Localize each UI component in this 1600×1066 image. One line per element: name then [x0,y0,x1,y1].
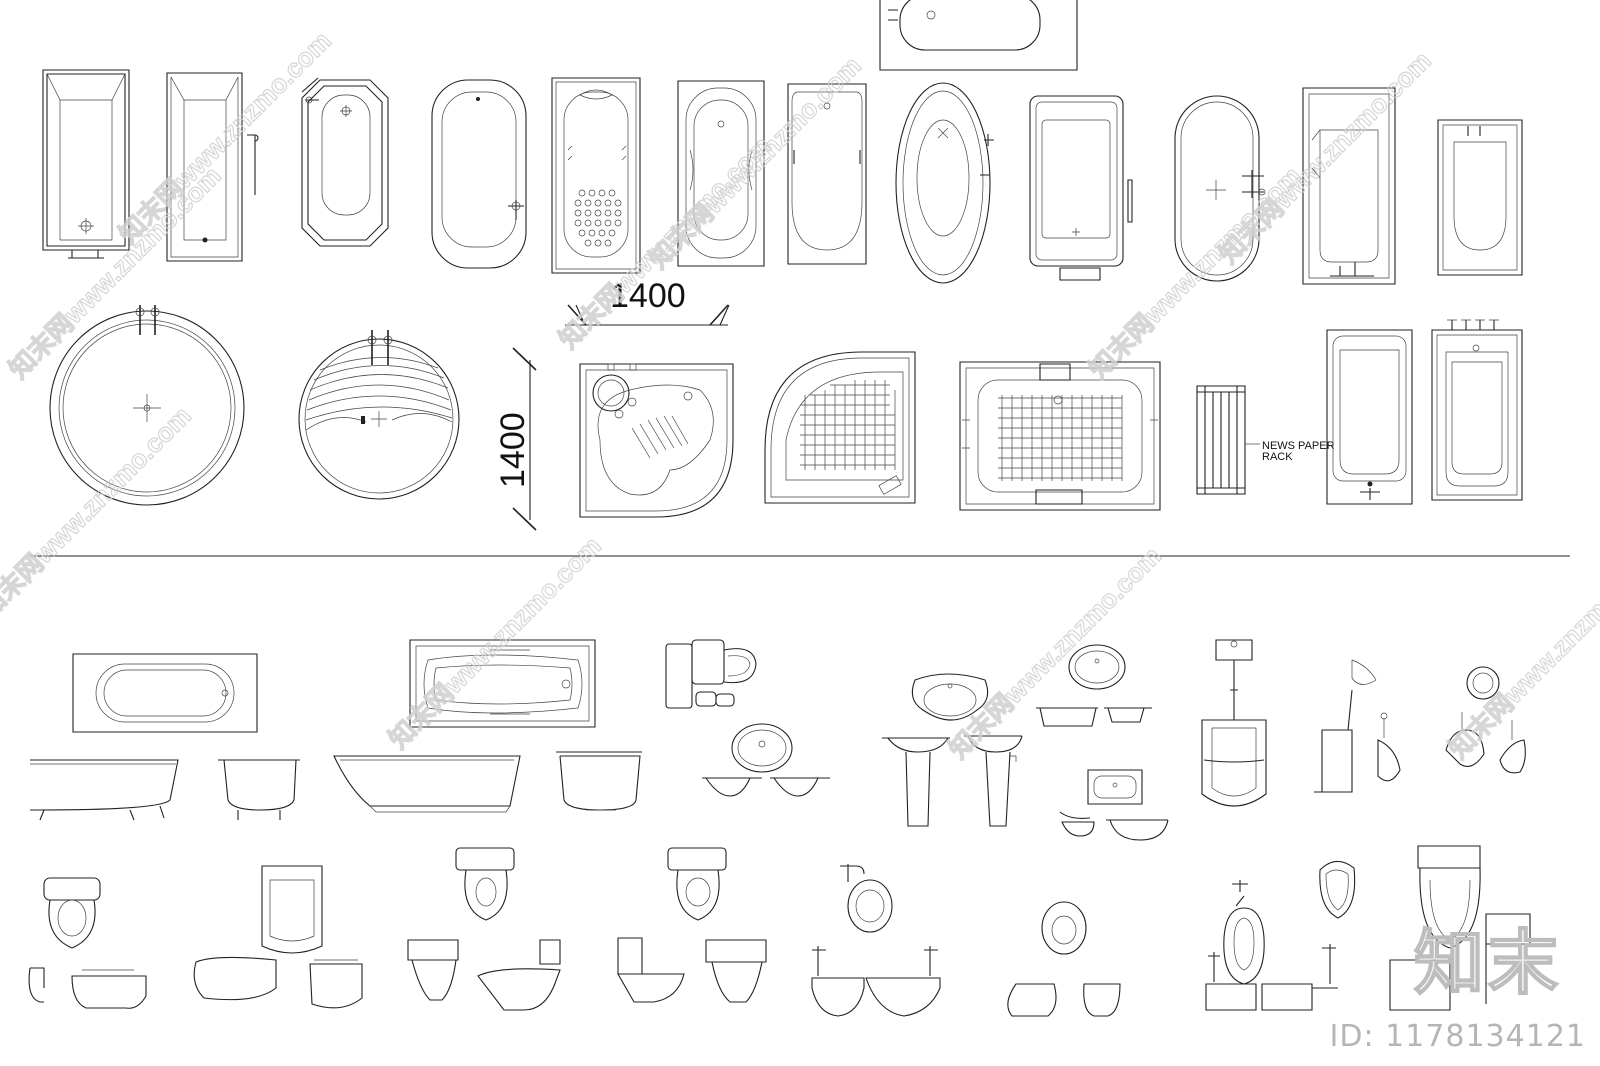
bathtub-plan-round-large [50,305,244,505]
bathtub-plan-rectangular-1 [43,70,129,258]
bathtub-plan-compact [1438,120,1522,275]
bathtub-plan-round-ribbed [299,330,459,499]
toilet-smart-seat [194,866,362,1008]
watermark-site-6: 知末网www.znzmo.com [1213,45,1437,269]
bathtub-plan-oval [896,83,994,283]
newspaper-rack: NEWS PAPER RACK [1197,386,1335,494]
watermark-site-9: 知末网www.znzmo.com [943,540,1167,764]
toilet-close-coupled-pair-1 [408,848,560,1010]
bathtub-plan-row-middle: 1400 1400 [50,277,1522,530]
urinal-group-front [1446,667,1525,773]
watermark-site-1: 知末网www.znzmo.com [3,160,227,384]
dimension-height-label: 1400 [494,412,532,488]
rect-tub-tile-grid [998,395,1122,481]
bathtub-plan-small-oval [73,654,257,732]
watermark-brand-logo: 知末 [1413,921,1562,1005]
quadrant-tub-tile-grid [800,380,895,470]
bathtub-plan-top-partial [880,0,1077,70]
watermark-site-2: 知末网www.znzmo.com [113,25,337,249]
bathtub-plan-contoured [788,84,866,264]
fixtures-row-bottom [29,846,1530,1016]
toilet-plan-with-tank [666,640,756,708]
bathtub-plan-row-top [43,0,1522,284]
bathtub-plan-panel [1303,88,1395,284]
toilet-front-1 [29,878,146,1008]
bathtub-elevation-deep [556,752,642,810]
squat-toilet-group [1206,861,1355,1010]
toilet-close-coupled-pair-2 [618,848,766,1002]
pedestal-basin-plan [882,674,988,826]
fixtures-row-third [30,640,1525,840]
bathtub-plan-rectangular-2 [167,73,258,261]
bathtub-plan-quadrant [765,352,915,503]
watermark-layer: 知末网www.znzmo.com 知末网www.znzmo.com 知末网www… [0,25,1600,765]
bathtub-plan-whirlpool [552,78,640,273]
basin-plan-rectangular-top [1060,770,1168,840]
rack-label-line2: RACK [1262,451,1293,463]
squat-toilet-elevation [1390,846,1530,1010]
bathtub-plan-octagonal [302,78,388,246]
bathtub-elevation-small [218,760,300,820]
bathtub-plan-corner-dimensioned: 1400 1400 [494,277,733,530]
bathtub-plan-upright-1 [1327,330,1412,504]
bathtub-plan-upright-2 [1432,320,1522,500]
watermark-site-7: 知末网www.znzmo.com [0,400,197,624]
urinal-group-side [1314,660,1400,792]
bathtub-plan-freestanding [1175,96,1265,281]
bidet-group [812,864,940,1016]
bathtub-plan-ergonomic [410,640,595,727]
basin-plan-oval-top [1036,645,1152,726]
bathtub-plan-rectangular-tiled [960,362,1160,510]
bathtub-elevation-clawfoot [30,760,178,820]
basin-plan-oval-counter [702,724,830,796]
bathtub-plan-rounded [432,80,526,268]
watermark-site-10: 知末网www.znzmo.com [1443,540,1600,764]
bidet-single [1008,902,1120,1016]
bathtub-elevation-long [334,756,520,812]
watermark-id-label: ID: 1178134121 [1329,1019,1586,1054]
bathtub-plan-oval-inset [678,81,764,266]
dimension-width-label: 1400 [610,277,686,315]
whirlpool-jets [575,190,621,246]
bathtub-plan-rectangular-rim [1030,96,1132,280]
pedestal-basin-elevation [964,736,1022,826]
watermark-site-4: 知末网www.znzmo.com [643,50,867,274]
rack-label-line1: NEWS PAPER [1262,440,1335,452]
urinal-wall-elevation [1202,640,1266,806]
